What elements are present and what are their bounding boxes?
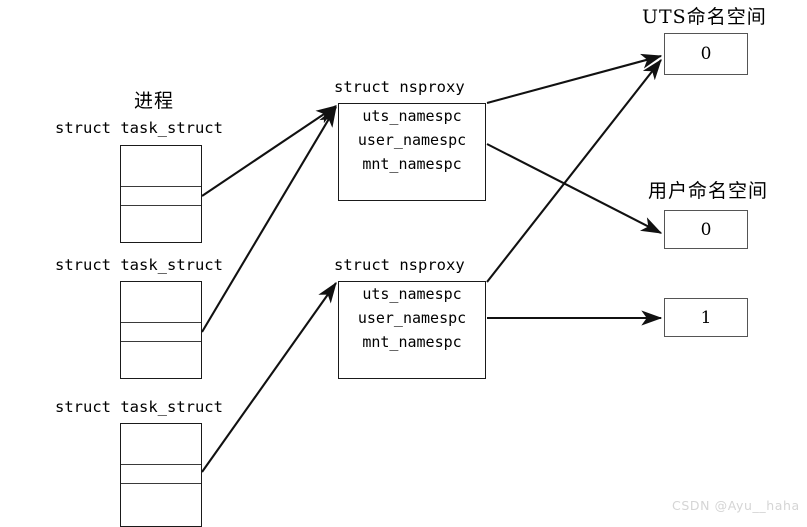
nsproxy-label-2: struct nsproxy [334,256,465,274]
user-namespace-value-box-one: 1 [664,298,748,337]
uts-namespace-title: UTS命名空间 [642,6,767,28]
task-struct-label-1: struct task_struct [55,119,223,137]
nsproxy2-field-user: user_namespc [339,306,485,330]
process-title: 进程 [134,90,175,112]
task-divider-lower [121,483,201,484]
arrow-nsproxy2-uts-to-utsns0 [486,59,662,283]
arrow-nsproxy1-uts-to-utsns0 [486,53,663,105]
nsproxy1-field-mnt: mnt_namespc [339,152,485,176]
task-divider-upper [121,186,201,187]
nsproxy-label-1: struct nsproxy [334,78,465,96]
uts-namespace-value-box: 0 [664,33,748,75]
task-struct-box-1 [120,145,202,243]
nsproxy2-field-mnt: mnt_namespc [339,330,485,354]
nsproxy-box-2: uts_namespc user_namespc mnt_namespc [338,281,486,379]
user-namespace-title: 用户命名空间 [648,180,769,202]
arrow-nsproxy1-user-to-userns0 [486,143,663,234]
csdn-watermark: CSDN @Ayu__haha [672,498,800,513]
task-struct-label-2: struct task_struct [55,256,223,274]
task-divider-upper [121,322,201,323]
nsproxy-box-1: uts_namespc user_namespc mnt_namespc [338,103,486,201]
arrow-task2-to-nsproxy1 [201,105,337,333]
task-struct-label-3: struct task_struct [55,398,223,416]
task-divider-lower [121,341,201,342]
nsproxy1-field-user: user_namespc [339,128,485,152]
arrow-task3-to-nsproxy2 [201,281,337,473]
task-divider-lower [121,205,201,206]
task-struct-box-2 [120,281,202,379]
task-divider-upper [121,464,201,465]
task-struct-box-3 [120,423,202,527]
nsproxy2-field-empty [339,354,485,377]
user-namespace-value-box-zero: 0 [664,210,748,249]
nsproxy2-field-uts: uts_namespc [339,282,485,306]
nsproxy1-field-empty [339,176,485,199]
nsproxy1-field-uts: uts_namespc [339,104,485,128]
